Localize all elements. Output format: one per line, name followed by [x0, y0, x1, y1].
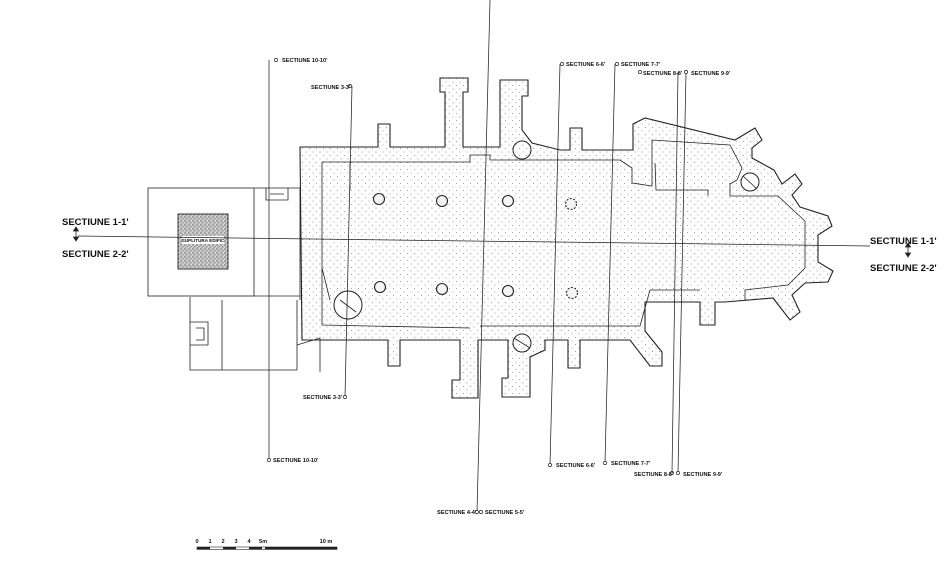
- stair-circle-sw: [512, 333, 532, 353]
- scale-tick-1: 1: [208, 539, 211, 545]
- section-line-3-3: [344, 85, 353, 398]
- label-s22-right: SECTIUNE 2-2': [870, 263, 937, 274]
- section-lines: [77, 0, 871, 513]
- section-line-9-9: [677, 71, 687, 474]
- hatched-box-label: SUPLITURA EDIFIC: [182, 238, 225, 243]
- section-markers: [267, 58, 688, 514]
- label-s1010-top: SECTIUNE 10-10': [282, 58, 328, 64]
- section-line-1-1: [77, 235, 871, 247]
- label-s66-bottom: SECTIUNE 6-6': [556, 463, 596, 469]
- label-s44-bottom: SECTIUNE 4-4': [437, 510, 477, 516]
- label-s66-top: SECTIUNE 6-6': [566, 62, 606, 68]
- label-s33-top: SECTIUNE 3-3': [311, 85, 351, 91]
- church-plan: [299, 77, 834, 399]
- scale-tick-3: 3: [234, 539, 237, 545]
- label-s88-bottom: SECTIUNE 8-8': [634, 472, 674, 478]
- section-arrows: [72, 226, 912, 258]
- label-s77-bottom: SECTIUNE 7-7': [611, 461, 651, 467]
- label-s99-top: SECTIUNE 9-9': [691, 71, 731, 77]
- section-line-7-7: [604, 63, 616, 464]
- section-line-8-8: [671, 71, 679, 474]
- label-s88-top: SECTIUNE 8-8': [643, 71, 683, 77]
- church-floor-outline: [299, 77, 834, 399]
- label-s99-bottom: SECTIUNE 9-9': [683, 472, 723, 478]
- label-s77-top: SECTIUNE 7-7': [621, 62, 661, 68]
- label-s33-bottom: SECTIUNE 3-3': [303, 395, 343, 401]
- label-s11-left: SECTIUNE 1-1': [62, 217, 129, 228]
- scale-tick-0: 0: [195, 539, 198, 545]
- stair-circle-west: [333, 290, 363, 320]
- scale-tick-5m: 5m: [259, 539, 267, 545]
- label-s55-bottom: SECTIUNE 5-5': [485, 510, 525, 516]
- scale-tick-10m: 10 m: [320, 539, 333, 545]
- label-s1010-bottom: SECTIUNE 10-10': [273, 458, 319, 464]
- inner-wall-lines: [321, 139, 806, 329]
- pillars: [372, 192, 579, 300]
- label-s11-right: SECTIUNE 1-1': [870, 236, 937, 247]
- scale-tick-2: 2: [221, 539, 224, 545]
- label-s22-left: SECTIUNE 2-2': [62, 249, 129, 260]
- scale-tick-4: 4: [247, 539, 251, 545]
- section-line-4-4: [476, 0, 491, 513]
- scale-bar: 0 1 2 3 4 5m 10 m: [195, 539, 338, 550]
- section-line-6-6: [549, 63, 561, 466]
- west-annex: SUPLITURA EDIFIC: [147, 187, 321, 372]
- stair-circle-nw: [512, 140, 532, 160]
